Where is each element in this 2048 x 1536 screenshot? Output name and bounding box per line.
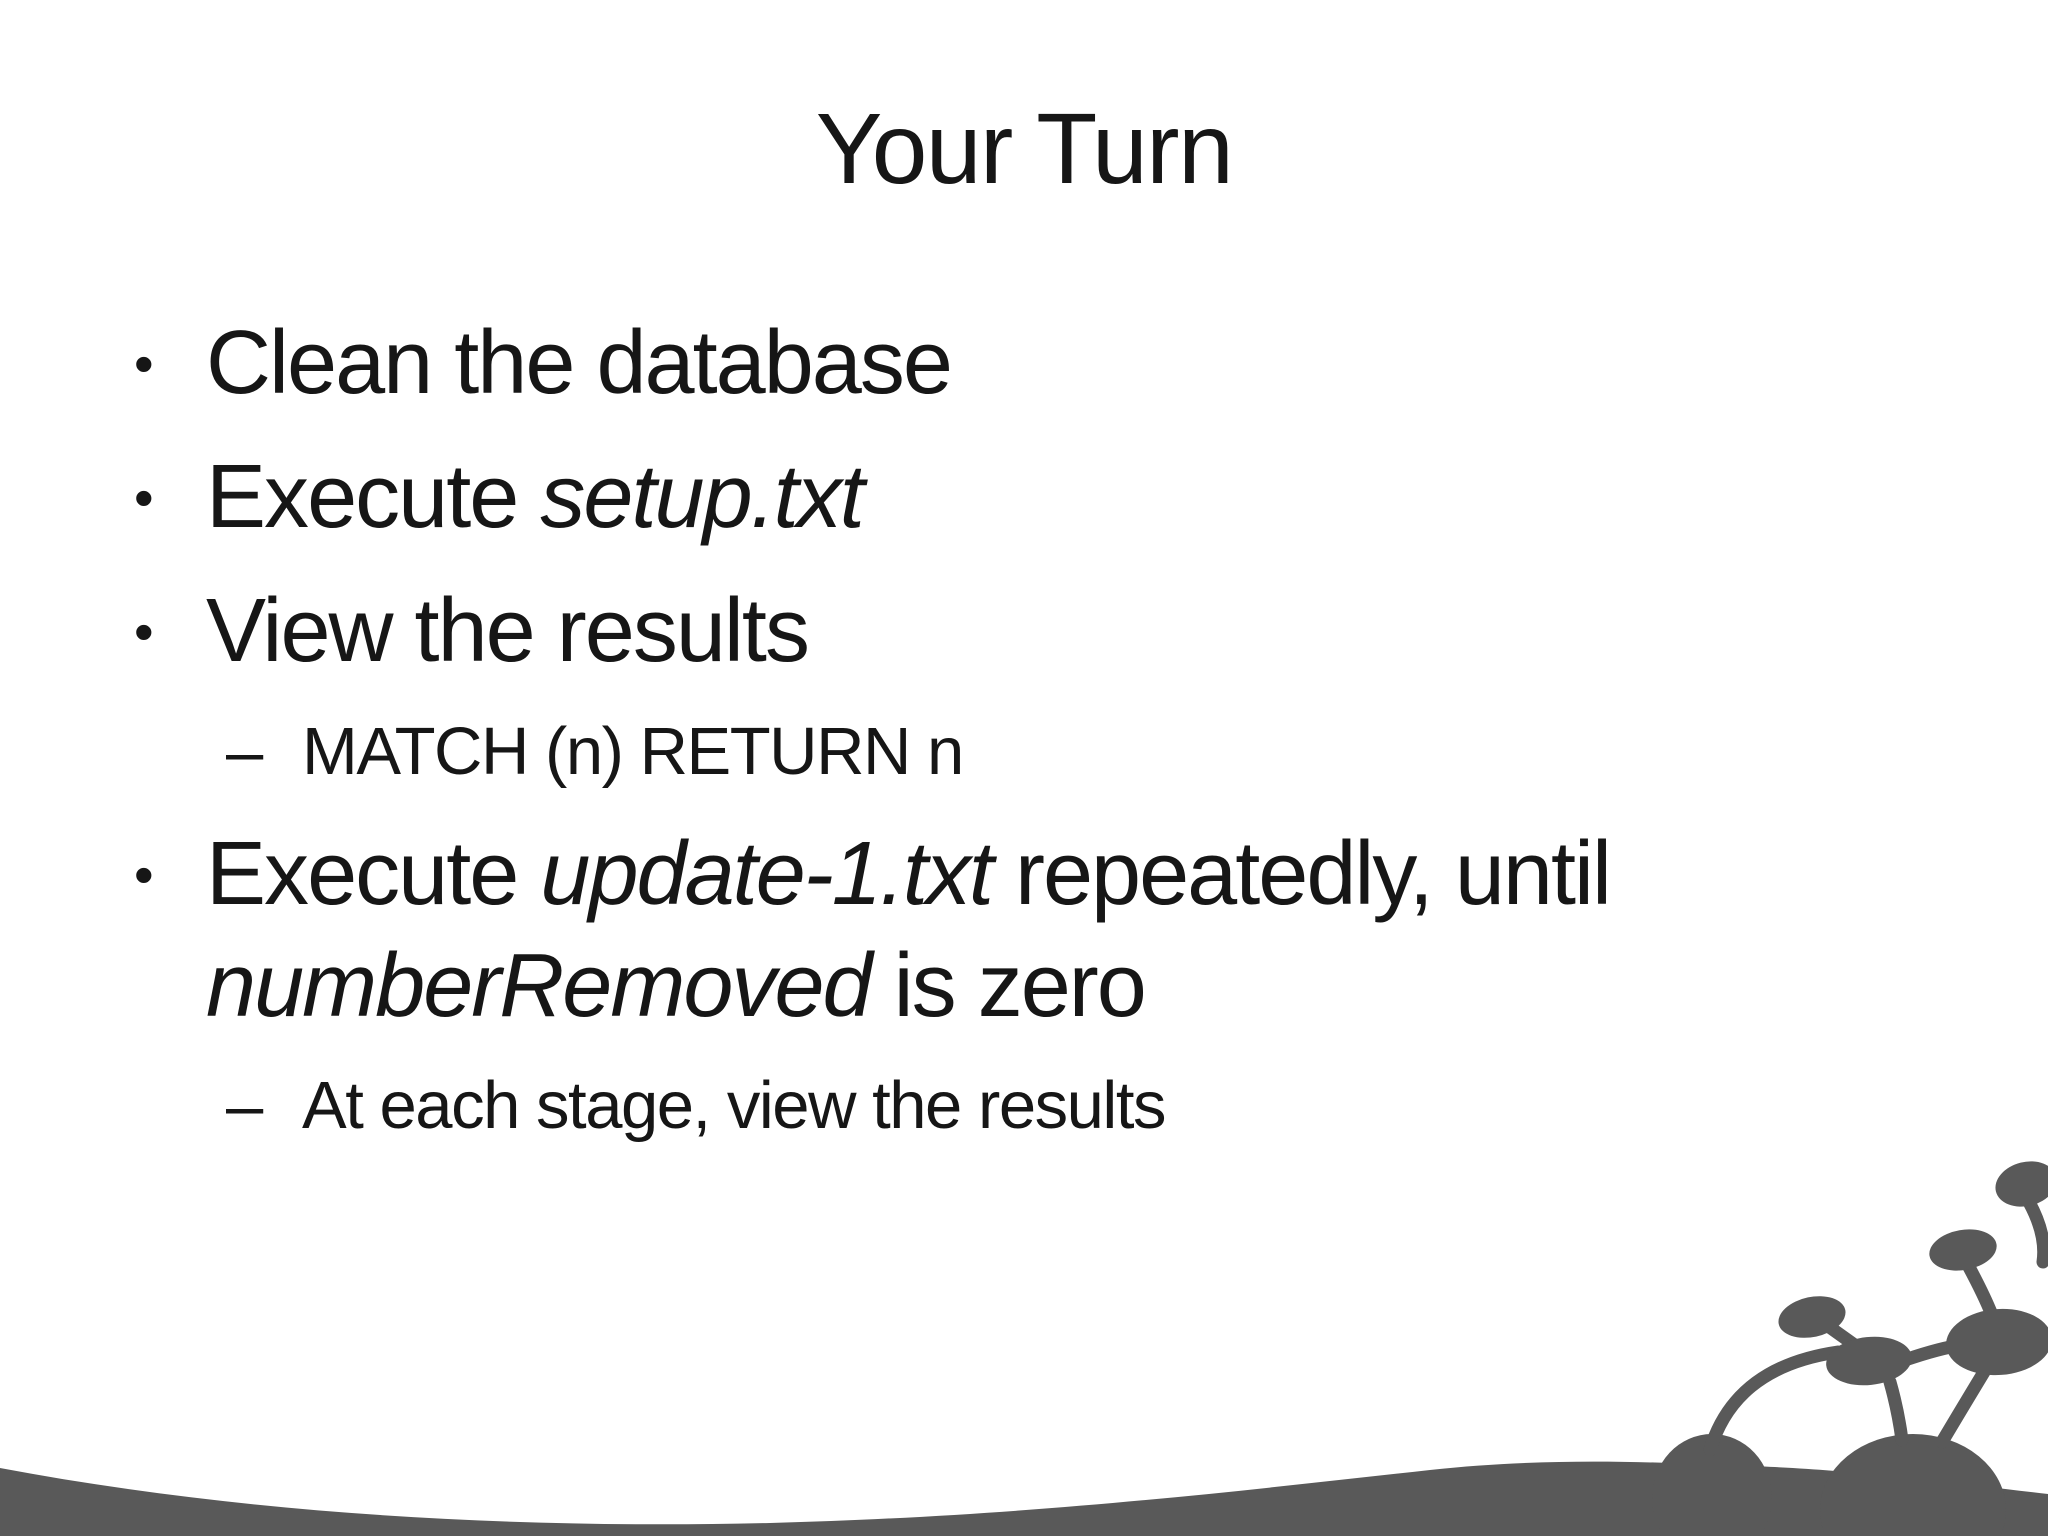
graph-edge-d-mound — [1935, 1365, 1991, 1449]
bullet-text-segment: MATCH (n) RETURN n — [302, 714, 964, 789]
graph-edge-a-b — [1821, 1319, 1863, 1353]
bullet-list: • Clean the database • Execute setup.txt • Vi… — [134, 308, 1704, 1173]
bullet-text-segment: At each stage, view the results — [302, 1068, 1166, 1144]
graph-node-c — [1929, 1229, 1997, 1271]
graph-node-b — [1826, 1336, 1912, 1386]
bullet-text-segment-italic: update-1.txt — [540, 824, 994, 925]
bullet-item-1: • Execute setup.txt — [134, 442, 1704, 554]
hill-wave — [0, 1461, 2048, 1536]
graph-node-a — [1778, 1296, 1846, 1338]
graph-edge-b-mound — [1883, 1375, 1909, 1447]
graph-edge-e-d — [2022, 1195, 2048, 1269]
bullet-text: Execute setup.txt — [206, 442, 1704, 554]
bullet-text-segment: Clean the database — [206, 313, 953, 413]
graph-node-d — [1946, 1308, 2048, 1376]
big-mound — [1820, 1434, 2006, 1536]
silhouette-group — [0, 1161, 2048, 1536]
bullet-text: At each stage, view the results — [302, 1064, 1704, 1147]
bullet-text: MATCH (n) RETURN n — [302, 710, 1704, 793]
small-mound — [1652, 1434, 1772, 1536]
bullet-dot-glyph: • — [134, 466, 154, 529]
bullet-item-2: • View the results — [134, 576, 1704, 688]
bullet-dot-glyph: • — [134, 332, 154, 395]
bullet-item-4: • Execute update-1.txt repeatedly, until n… — [134, 819, 1704, 1042]
bullet-text: View the results — [206, 576, 1704, 688]
bullet-text-segment-italic: numberRemoved — [206, 935, 873, 1036]
graph-edge-c-d — [1962, 1260, 1999, 1322]
bullet-text: Execute update-1.txt repeatedly, until nu… — [206, 819, 1704, 1042]
bullet-item-3: –MATCH (n) RETURN n — [226, 710, 1704, 793]
bullet-text-segment: is zero — [870, 935, 1147, 1036]
graph-edge-mound-to-b — [1703, 1345, 1845, 1457]
slide-title: Your Turn — [815, 93, 1234, 205]
bullet-item-5: –At each stage, view the results — [226, 1064, 1704, 1147]
graph-edges — [1703, 1195, 2048, 1457]
bullet-text: Clean the database — [206, 308, 1704, 420]
bullet-item-0: • Clean the database — [134, 308, 1704, 420]
bullet-dot-glyph: • — [134, 600, 154, 663]
bullet-text-segment-italic: setup.txt — [540, 447, 864, 547]
bullet-dot-glyph: • — [134, 843, 154, 907]
bullet-text-segment: repeatedly, until — [991, 824, 1612, 925]
graph-node-e — [1995, 1161, 2048, 1207]
graph-edge-b-d — [1898, 1338, 1969, 1367]
graph-nodes — [1778, 1161, 2048, 1386]
bullet-text-segment: View the results — [206, 581, 810, 681]
bullet-dash-glyph: – — [226, 1068, 263, 1144]
bullet-dash-glyph: – — [226, 714, 263, 789]
bullet-text-segment: Execute — [206, 824, 541, 925]
bullet-text-segment: Execute — [206, 447, 541, 547]
